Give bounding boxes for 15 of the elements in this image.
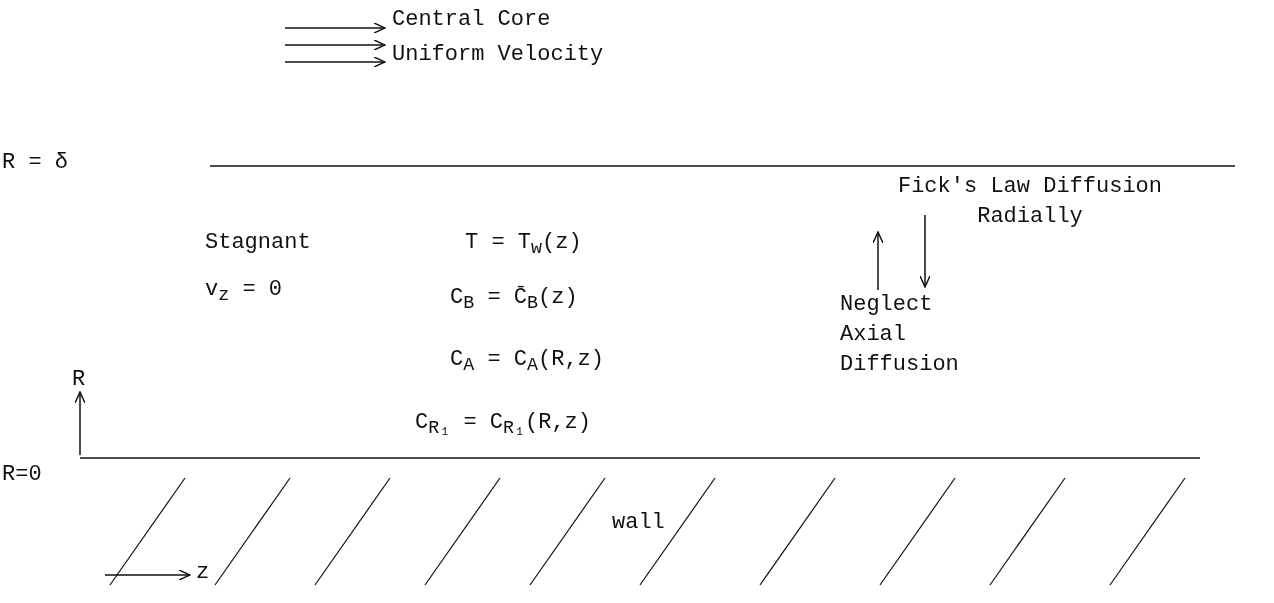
equation-text: C$_{A}$ = C$_{A}$(R,z) bbox=[450, 346, 605, 379]
axis-label: z bbox=[196, 559, 210, 587]
region-label: Stagnant bbox=[205, 229, 311, 257]
note-text: Neglect Axial Diffusion bbox=[840, 291, 960, 379]
boundary-label: R = δ bbox=[2, 149, 68, 177]
note-text: Fick's Law Diffusion Radially bbox=[896, 173, 1163, 231]
axis-label: R bbox=[72, 366, 86, 394]
equation-text: T = T$_{w}$(z) bbox=[465, 229, 582, 262]
boundary-label: R=0 bbox=[2, 461, 42, 489]
wall-label: wall bbox=[612, 509, 665, 537]
equation-text: C$_{B}$ = C̄$_{B}$(z) bbox=[450, 284, 578, 317]
flow-label: Central Core bbox=[392, 6, 551, 34]
flow-label: Uniform Velocity bbox=[392, 41, 604, 69]
equation-text: v$_{z}$ = 0 bbox=[205, 276, 282, 309]
equation-text: C$_{R₁}$ = C$_{R₁}$(R,z) bbox=[415, 409, 592, 442]
